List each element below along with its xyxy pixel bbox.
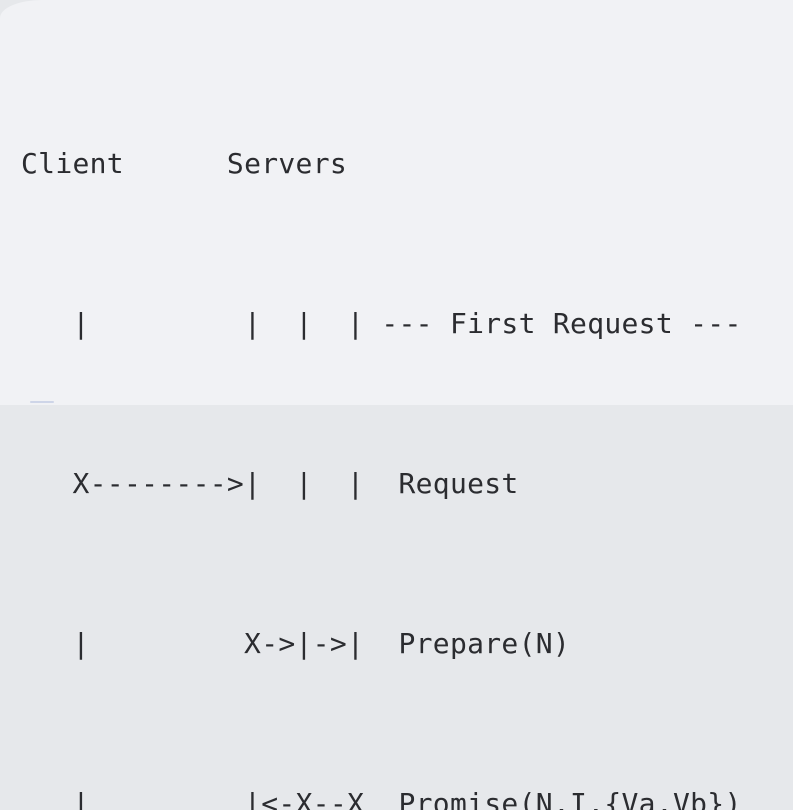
row-promise: | |<-X--X Promise(N,I,{Va,Vb}) — [21, 784, 742, 810]
client-actor-label: Client — [21, 147, 124, 180]
row-prepare: | X->|->| Prepare(N) — [21, 624, 742, 664]
row-phase-header: | | | | --- First Request --- — [21, 304, 742, 344]
actors-gap — [124, 147, 227, 180]
phase-header-label: --- First Request --- — [381, 307, 742, 340]
row-request: X-------->| | | Request — [21, 464, 742, 504]
request-label: Request — [398, 467, 519, 500]
promise-label: Promise(N,I,{Va,Vb}) — [398, 787, 742, 810]
prepare-label: Prepare(N) — [398, 627, 571, 660]
promise-arrow-art: | |<-X--X — [21, 787, 399, 810]
request-arrow-art: X-------->| | | — [21, 467, 399, 500]
actors-header-row: Client Servers — [21, 144, 742, 184]
servers-actor-label: Servers — [226, 147, 348, 180]
phase-header-lifelines: | | | | — [21, 307, 382, 340]
paxos-sequence-diagram: Client Servers | | | | --- First Request… — [21, 24, 742, 810]
prepare-arrow-art: | X->|->| — [21, 627, 399, 660]
bottom-left-artifact — [30, 401, 54, 403]
